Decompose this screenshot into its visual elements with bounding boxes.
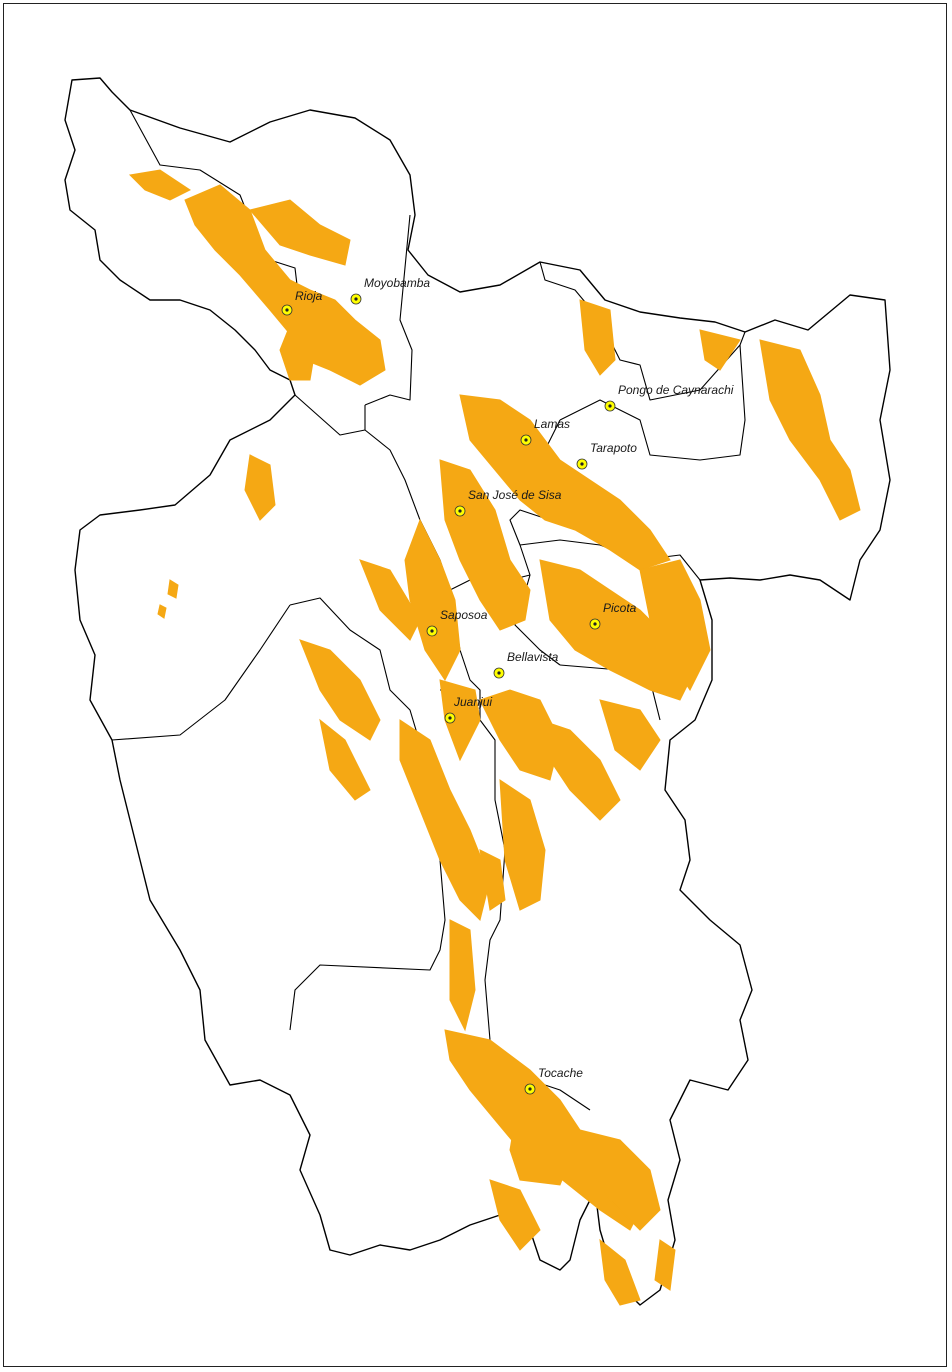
city-marker-center [430, 629, 434, 633]
city-label: Tarapoto [590, 441, 637, 455]
city-marker-center [448, 716, 452, 720]
city-pongo-de-caynarachi: Pongo de Caynarachi [604, 383, 734, 412]
city-marker-center [497, 671, 501, 675]
city-label: Rioja [295, 289, 323, 303]
city-label: Tocache [538, 1066, 583, 1080]
city-label: San José de Sisa [468, 488, 562, 502]
city-moyobamba: Moyobamba [350, 276, 430, 305]
city-tarapoto: Tarapoto [576, 441, 637, 470]
region-outline [64, 77, 891, 1306]
coverage-areas [128, 169, 861, 1306]
city-marker-center [524, 438, 528, 442]
city-marker-center [580, 462, 584, 466]
city-label: Picota [603, 601, 637, 615]
city-juanjui: Juanjui [444, 695, 492, 724]
city-label: Lamas [534, 417, 570, 431]
city-marker-center [593, 622, 597, 626]
city-marker-center [285, 308, 289, 312]
city-label: Bellavista [507, 650, 559, 664]
city-tocache: Tocache [524, 1066, 583, 1095]
city-rioja: Rioja [281, 289, 323, 316]
city-label: Saposoa [440, 608, 488, 622]
city-label: Moyobamba [364, 276, 430, 290]
city-marker-center [608, 404, 612, 408]
city-saposoa: Saposoa [426, 608, 488, 637]
city-marker-center [354, 297, 358, 301]
city-san-jos-de-sisa: San José de Sisa [454, 488, 562, 517]
city-picota: Picota [589, 601, 637, 630]
city-label: Pongo de Caynarachi [618, 383, 734, 397]
city-lamas: Lamas [520, 417, 570, 446]
city-marker-center [528, 1087, 532, 1091]
city-marker-center [458, 509, 462, 513]
city-label: Juanjui [453, 695, 492, 709]
city-bellavista: Bellavista [493, 650, 559, 679]
